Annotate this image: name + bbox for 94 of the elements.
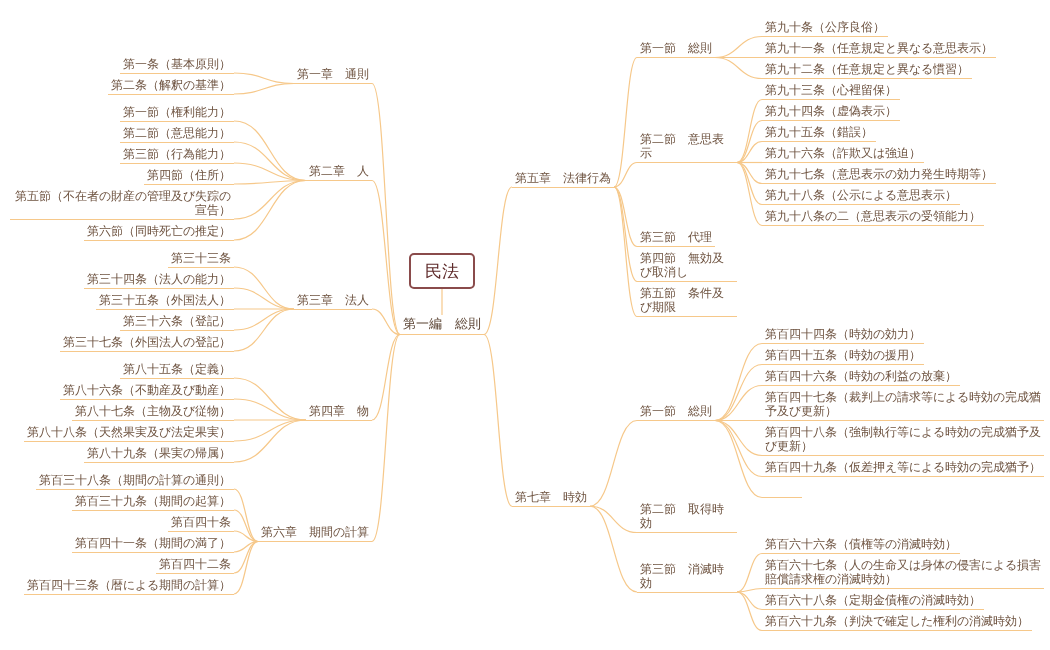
leaf-topic-label: 第九十二条（任意規定と異なる慣習） (762, 61, 972, 79)
leaf-topic-label: 第百四十八条（強制執行等による時効の完成猶予及び更新） (762, 424, 1044, 456)
subtopic-label: 第一節 総則 (637, 40, 715, 58)
leaf-topic-label: 第百四十三条（暦による期間の計算） (24, 576, 234, 595)
branch-line (371, 82, 401, 336)
branch-line (233, 540, 259, 574)
branch-line (371, 333, 401, 543)
subtopic-label: 第一章 通則 (294, 66, 372, 84)
leaf-topic-label: 第三節 代理 (637, 229, 715, 247)
leaf-topic-label: 第九十六条（詐欺又は強迫） (762, 145, 924, 163)
leaf-topic-label: 第百四十六条（時効の利益の放棄） (762, 368, 960, 386)
branch-line (714, 363, 763, 422)
leaf-topic-label: 第九十一条（任意規定と異なる意思表示） (762, 40, 996, 58)
branch-line (233, 540, 259, 595)
branch-line (589, 505, 638, 593)
branch-line (613, 161, 638, 188)
leaf-topic-label: 第一節（権利能力） (120, 103, 234, 122)
branch-line (736, 591, 763, 632)
subtopic-label: 第一節 総則 (637, 403, 715, 421)
leaf-topic-label: 第百四十二条 (156, 555, 234, 574)
leaf-topic-label: 第四節（住所） (144, 166, 234, 185)
branch-line (483, 186, 513, 336)
leaf-topic-label: 第五節（不在者の財産の管理及び失踪の宣告） (10, 187, 234, 220)
branch-line (233, 488, 259, 543)
leaf-topic-label: 第百四十七条（裁判上の請求等による時効の完成猶予及び更新） (762, 389, 1044, 421)
subtopic-label: 第二章 人 (306, 163, 372, 181)
leaf-topic-label: 第二節 取得時効 (637, 501, 737, 533)
leaf-topic-label: 第三十三条 (168, 249, 234, 268)
leaf-topic-label: 第八十五条（定義） (120, 360, 234, 379)
branch-line (233, 308, 295, 331)
branch-line (736, 161, 763, 227)
leaf-topic-label: 第八十六条（不動産及び動産） (60, 381, 234, 400)
leaf-topic-label: 第八十九条（果実の帰属） (84, 444, 234, 463)
subtopic-label: 第五章 法律行為 (512, 169, 614, 188)
leaf-topic-label: 第九十四条（虚偽表示） (762, 103, 900, 121)
leaf-topic-label: 第三十七条（外国法人の登記） (60, 333, 234, 352)
subtopic-label: 第七章 時効 (512, 488, 590, 507)
subtopic-label: 第三章 法人 (294, 291, 372, 310)
leaf-topic-label: 第百六十六条（債権等の消滅時効） (762, 536, 960, 554)
leaf-topic-label: 第五節 条件及び期限 (637, 285, 737, 317)
branch-line (714, 56, 763, 80)
branch-line (613, 56, 638, 188)
branch-line (736, 140, 763, 164)
leaf-topic-label: 第一条（基本原則） (120, 55, 234, 74)
leaf-topic-label: 第百六十八条（定期金債権の消滅時効） (762, 592, 984, 610)
leaf-topic-label: 第三節（行為能力） (120, 145, 234, 164)
leaf-topic-label: 第百六十九条（判決で確定した権利の消滅時効） (762, 613, 1032, 631)
subtopic-label: 第二節 意思表示 (637, 131, 737, 163)
leaf-topic-label: 第百三十九条（期間の起算） (72, 492, 234, 511)
branch-line (233, 419, 307, 463)
leaf-topic-label: 第百四十五条（時効の援用） (762, 347, 924, 365)
leaf-topic-label: 第二節（意思能力） (120, 124, 234, 143)
leaf-topic-label: 第百六十七条（人の生命又は身体の侵害による損害賠償請求権の消滅時効） (762, 557, 1044, 589)
leaf-topic-label: 第九十七条（意思表示の効力発生時期等） (762, 166, 996, 184)
leaf-topic-label: 第九十三条（心裡留保） (762, 82, 900, 100)
main-topic-label: 第一編 総則 (400, 315, 484, 335)
leaf-topic-label: 第三十六条（登記） (120, 312, 234, 331)
leaf-topic-label: 第百四十条 (168, 513, 234, 532)
subtopic-label: 第六章 期間の計算 (258, 524, 372, 542)
leaf-topic-label: 第百三十八条（期間の計算の通則） (36, 471, 234, 490)
leaf-topic-label: 第百四十九条（仮差押え等による時効の完成猶予） (762, 459, 1044, 477)
leaf-topic-label: 第三十四条（法人の能力） (84, 270, 234, 289)
branch-line (714, 419, 763, 499)
leaf-topic-label: 第八十七条（主物及び従物） (72, 402, 234, 421)
branch-line (371, 179, 401, 336)
branch-line (441, 288, 443, 316)
subtopic-label: 第四章 物 (306, 402, 372, 421)
leaf-topic-label: 第九十五条（錯誤） (762, 124, 876, 142)
root-topic-box: 民法 (409, 253, 475, 289)
branch-line (736, 161, 763, 206)
leaf-topic-label: 第四節 無効及び取消し (637, 250, 737, 282)
branch-line (483, 333, 513, 507)
branch-line (736, 98, 763, 164)
leaf-topic-label: 第三十五条（外国法人） (96, 291, 234, 310)
leaf-topic-label: 第九十条（公序良俗） (762, 19, 888, 37)
leaf-topic-label: 第八十八条（天然果実及び法定果実） (24, 423, 234, 442)
branch-line (233, 179, 307, 241)
branch-line (233, 509, 259, 543)
branch-line (371, 333, 401, 421)
leaf-topic-label: 第六節（同時死亡の推定） (84, 222, 234, 241)
leaf-topic-label: 第二条（解釈の基準） (108, 76, 234, 95)
branch-line (233, 82, 295, 95)
leaf-topic-label: 第百四十四条（時効の効力） (762, 326, 924, 344)
branch-line (589, 419, 638, 507)
subtopic-label: 第三節 消滅時効 (637, 560, 737, 593)
leaf-topic-label: 第百四十一条（期間の満了） (72, 534, 234, 553)
leaf-topic-label: 第九十八条の二（意思表示の受領能力） (762, 208, 984, 226)
branch-line (613, 186, 638, 318)
branch-line (736, 587, 763, 593)
leaf-topic-label: 第九十八条（公示による意思表示） (762, 187, 960, 205)
branch-line (233, 419, 307, 442)
branch-line (613, 186, 638, 248)
branch-line (233, 308, 295, 352)
branch-line (371, 308, 401, 336)
